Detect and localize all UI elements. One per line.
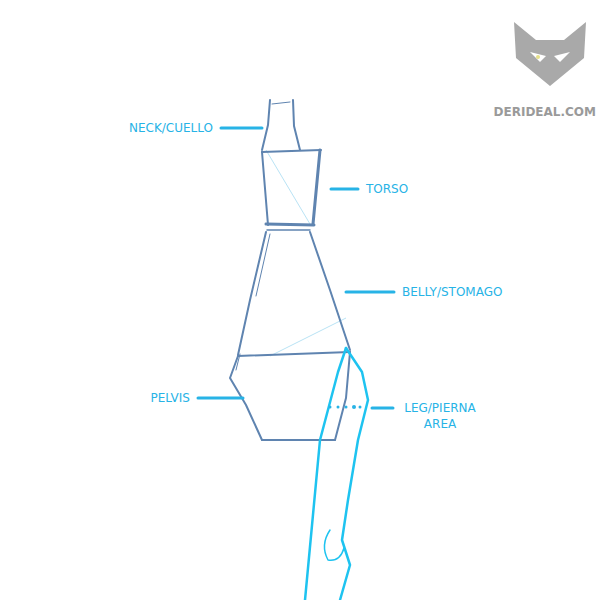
part-label: PELVIS <box>150 390 190 406</box>
part-label: NECK/CUELLO <box>129 120 213 136</box>
watermark: DERIDEAL.COM <box>494 104 596 120</box>
leader-lines <box>198 128 394 408</box>
part-label: TORSO <box>366 181 408 197</box>
logo <box>514 22 586 86</box>
part-label: BELLY/STOMAGO <box>402 284 502 300</box>
part-label: LEG/PIERNA AREA <box>398 400 482 432</box>
